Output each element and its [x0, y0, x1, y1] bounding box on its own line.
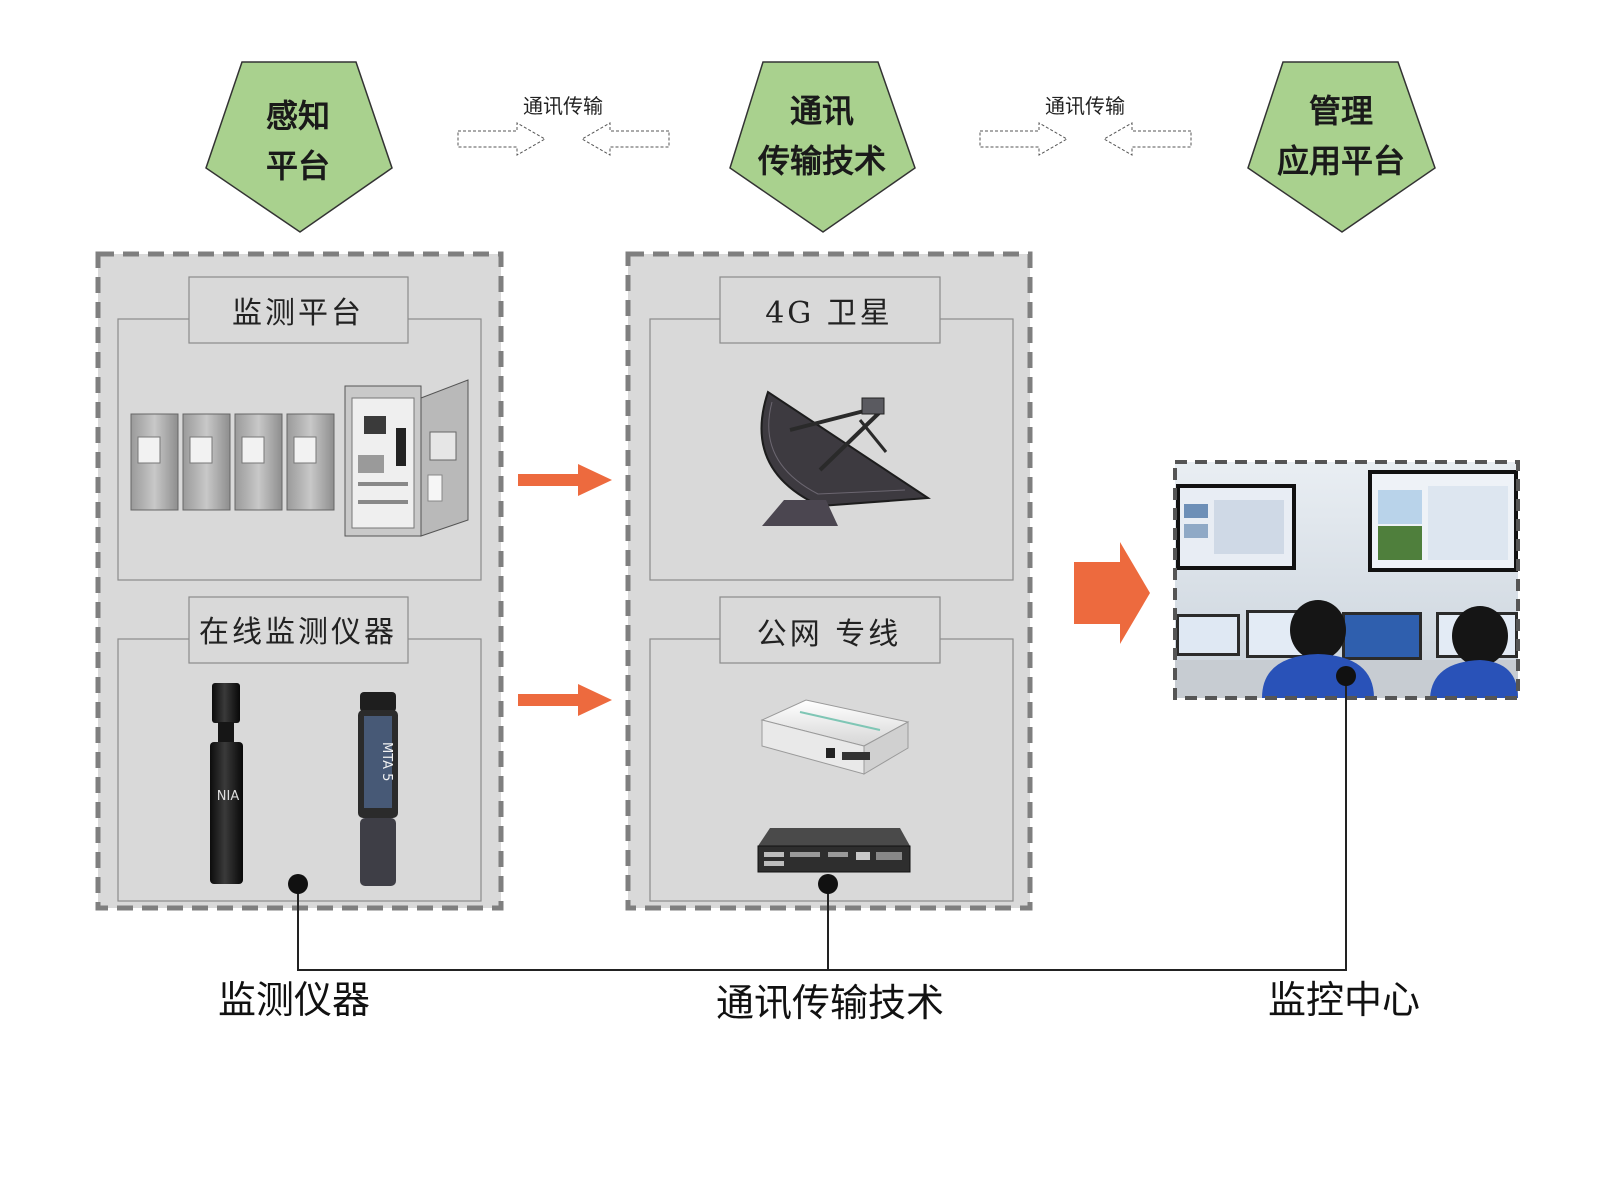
stage-mgmt-line2: 应用平台: [1277, 142, 1405, 180]
connector-dot-right: [1336, 666, 1356, 686]
stage-sensing-platform: 感知 平台: [205, 61, 393, 233]
middle-group-panel: 4G 卫星 公网 专线: [625, 251, 1033, 911]
4g-satellite-label: 4G 卫星: [765, 296, 893, 331]
public-dedicated-line-label: 公网 专线: [757, 617, 902, 652]
stage-mgmt-line1: 管理: [1309, 92, 1373, 130]
orange-arrow-top-icon: [518, 464, 612, 496]
transfer-arrows-right: 通讯传输: [979, 94, 1192, 156]
satellite-dish-icon: [760, 390, 931, 526]
bottom-label-communication: 通讯传输技术: [716, 981, 944, 1025]
stage-comm-line1: 通讯: [790, 92, 854, 130]
bottom-label-monitoring-center: 监控中心: [1268, 978, 1420, 1022]
stage-management-platform: 管理 应用平台: [1247, 61, 1436, 233]
router-icon: [760, 699, 910, 775]
left-group-panel: 监测平台 在线监测仪器: [95, 251, 504, 911]
connector-lines: [288, 666, 1356, 971]
connector-dot-middle: [818, 874, 838, 894]
instrument-probe-nia: NIA: [210, 683, 243, 884]
online-instruments-label: 在线监测仪器: [199, 615, 397, 650]
instrument-probe-mta: MTA 5: [358, 692, 398, 886]
orange-big-arrow-icon: [1074, 542, 1150, 644]
transfer-label-right: 通讯传输: [1045, 94, 1125, 118]
stage-sensing-line2: 平台: [266, 147, 330, 185]
orange-arrow-bottom-icon: [518, 684, 612, 716]
open-cabinet-icon: [344, 379, 469, 537]
monitoring-platform-label: 监测平台: [232, 296, 364, 331]
bottom-label-instruments: 监测仪器: [218, 978, 370, 1022]
transfer-arrows-left: 通讯传输: [457, 94, 670, 156]
transfer-label-left: 通讯传输: [523, 94, 603, 118]
probe-nia-text: NIA: [217, 789, 240, 804]
monitoring-center-photo: [1173, 460, 1520, 700]
network-switch-icon: [757, 828, 911, 873]
connector-dot-left: [288, 874, 308, 894]
stage-communication-tech: 通讯 传输技术: [729, 61, 916, 233]
stage-comm-line2: 传输技术: [757, 142, 886, 180]
cabinet-icon: [130, 413, 335, 511]
dashed-arrow-left-icon: [1102, 122, 1192, 156]
dashed-arrow-right-icon: [979, 122, 1069, 156]
stage-sensing-line1: 感知: [266, 97, 330, 135]
dashed-arrow-right-icon: [457, 122, 547, 156]
probe-mta-text: MTA 5: [379, 742, 394, 781]
dashed-arrow-left-icon: [580, 122, 670, 156]
